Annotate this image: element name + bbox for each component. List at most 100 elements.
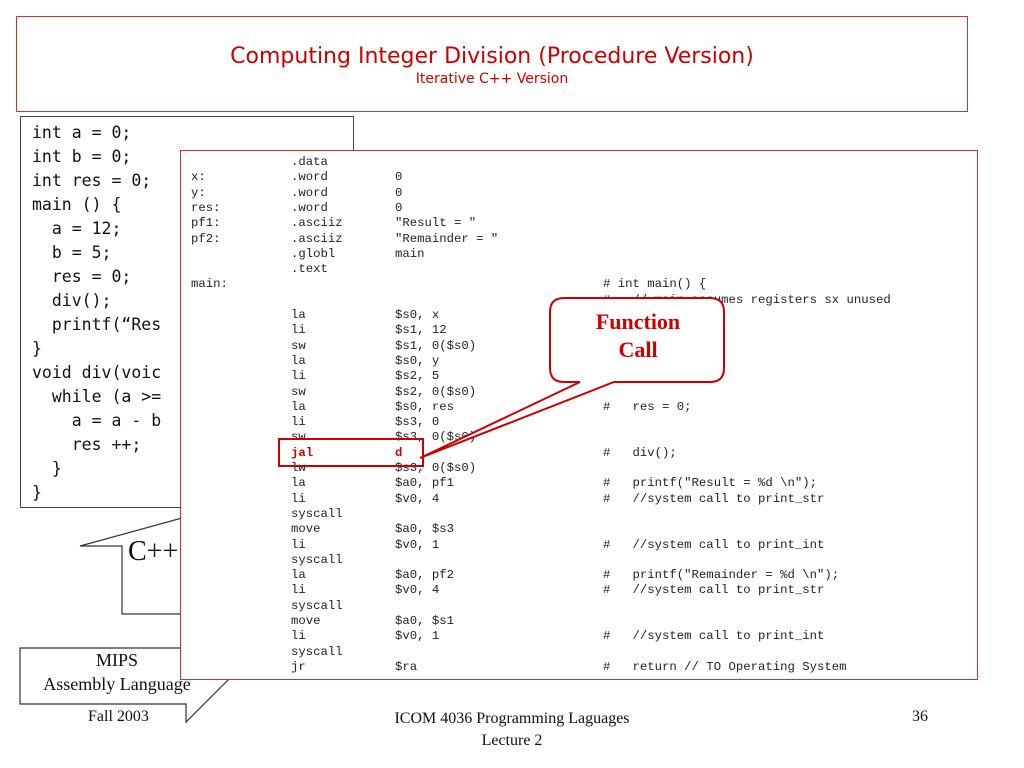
asm-label: pf2: — [191, 231, 221, 246]
cpp-code-line: } — [32, 483, 42, 502]
asm-code-line: syscall — [181, 553, 977, 568]
cpp-code-line: b = 5; — [32, 243, 112, 262]
asm-comment: # //system call to print_int — [603, 537, 825, 552]
asm-label: res: — [191, 200, 221, 215]
asm-args: $v0, 1 — [395, 629, 440, 644]
cpp-code-line: res ++; — [32, 435, 142, 454]
asm-args: "Result = " — [395, 216, 477, 231]
asm-code-line: sw$s2, 0($s0) — [181, 385, 977, 400]
asm-code-line: .data — [181, 155, 977, 170]
asm-comment: # // main assumes registers sx unused — [603, 292, 891, 307]
asm-op: li — [291, 323, 306, 338]
asm-args: $a0, $s1 — [395, 614, 455, 628]
asm-code-line: li $v0, 4 # //system call to print_str — [181, 492, 977, 507]
asm-code-line: li$v0, 1# //system call to print_int — [181, 538, 977, 553]
asm-args: $s3, 0($s0) — [395, 461, 477, 475]
asm-code-line: pf2: .asciiz "Remainder = " — [181, 232, 977, 247]
asm-op: .word — [291, 200, 328, 215]
footer-course: ICOM 4036 Programming Laguages Lecture 2 — [362, 708, 662, 752]
asm-op: li — [291, 491, 306, 506]
asm-op: syscall — [291, 506, 343, 521]
jal-highlight-box — [278, 438, 424, 467]
cpp-label: C++ — [128, 536, 179, 567]
asm-args: $s3, 0 — [395, 415, 440, 430]
asm-op: la — [291, 308, 306, 322]
asm-code-line: lw $s3, 0($s0) — [181, 461, 977, 476]
slide-title: Computing Integer Division (Procedure Ve… — [230, 44, 754, 69]
asm-comment: # return // TO Operating System — [603, 659, 847, 674]
asm-args: "Remainder = " — [395, 231, 499, 246]
cpp-code-line: printf(“Res — [32, 315, 162, 334]
cpp-code-line: main () { — [32, 195, 122, 214]
asm-label: main: — [191, 277, 228, 292]
asm-label: x: — [191, 170, 206, 185]
slide-number: 36 — [912, 708, 928, 725]
asm-label: pf1: — [191, 216, 221, 231]
asm-op: .text — [291, 262, 328, 277]
cpp-code-line: res = 0; — [32, 267, 132, 286]
asm-comment: # printf("Remainder = %d \n"); — [603, 568, 840, 583]
asm-comment: # res = 0; — [603, 399, 692, 414]
asm-args: $s0, x — [395, 308, 440, 322]
asm-code-line: la$s0, res# res = 0; — [181, 400, 977, 415]
slide-subtitle: Iterative C++ Version — [415, 71, 569, 87]
asm-args: $v0, 4 — [395, 583, 440, 598]
cpp-code-line: int b = 0; — [32, 147, 132, 166]
asm-comment: # printf("Result = %d \n"); — [603, 476, 818, 491]
asm-args: $a0, pf1 — [395, 476, 455, 491]
cpp-code-line: int res = 0; — [32, 171, 152, 190]
asm-op: lw — [291, 461, 306, 475]
asm-args: main — [395, 246, 425, 261]
cpp-code-line: div(); — [32, 291, 112, 310]
asm-args: d — [395, 445, 403, 460]
asm-op: move — [291, 522, 321, 537]
cpp-code-line: int a = 0; — [32, 123, 132, 142]
asm-args: $ra — [395, 659, 418, 674]
asm-code-line: jr $ra # return // TO Operating System — [181, 660, 977, 675]
asm-code-line: li$v0, 4# //system call to print_str — [181, 583, 977, 598]
callout-line2: Call — [618, 337, 658, 362]
cpp-code-line: a = 12; — [32, 219, 122, 238]
asm-code-line: # // main assumes registers sx unused — [181, 293, 977, 308]
mips-label-line1: MIPS — [95, 650, 139, 670]
asm-code-line: move$a0, $s3 — [181, 522, 977, 537]
callout-line1: Function — [595, 309, 681, 334]
asm-code-line: la$a0, pf2# printf("Remainder = %d \n"); — [181, 568, 977, 583]
footer-course-line1: ICOM 4036 Programming Laguages — [394, 710, 630, 727]
asm-op: la — [291, 353, 306, 368]
asm-args: $s1, 12 — [395, 323, 447, 338]
footer-course-line2: Lecture 2 — [481, 732, 543, 749]
asm-op: jr — [291, 659, 306, 674]
asm-args: $v0, 1 — [395, 537, 440, 552]
asm-comment: # //system call to print_str — [603, 491, 825, 506]
asm-op: .word — [291, 185, 328, 200]
asm-op: jal — [291, 445, 314, 460]
asm-code-line: syscall — [181, 645, 977, 660]
asm-op: syscall — [291, 644, 343, 659]
asm-code-line: la$a0, pf1# printf("Result = %d \n"); — [181, 476, 977, 491]
cpp-code-line: } — [32, 339, 42, 358]
asm-op: syscall — [291, 598, 343, 613]
asm-op: .asciiz — [291, 216, 343, 231]
asm-code-line: main: # int main() { — [181, 277, 977, 292]
asm-op: .globl — [291, 246, 336, 261]
asm-args: $v0, 4 — [395, 491, 440, 506]
asm-args: $s1, 0($s0) — [395, 338, 477, 353]
mips-label: MIPS Assembly Language — [20, 648, 214, 696]
asm-comment: # int main() { — [603, 277, 707, 292]
asm-op: sw — [291, 384, 306, 399]
asm-comment: # //system call to print_int — [603, 629, 825, 644]
cpp-code-line: void div(voic — [32, 363, 162, 382]
asm-op: .asciiz — [291, 231, 343, 246]
asm-op: .data — [291, 155, 328, 169]
asm-args: $s2, 5 — [395, 369, 440, 384]
cpp-code-line: } — [32, 459, 62, 478]
asm-code-line: .globl main — [181, 247, 977, 262]
asm-op: sw — [291, 338, 306, 353]
asm-label: y: — [191, 185, 206, 200]
asm-op: move — [291, 614, 321, 628]
